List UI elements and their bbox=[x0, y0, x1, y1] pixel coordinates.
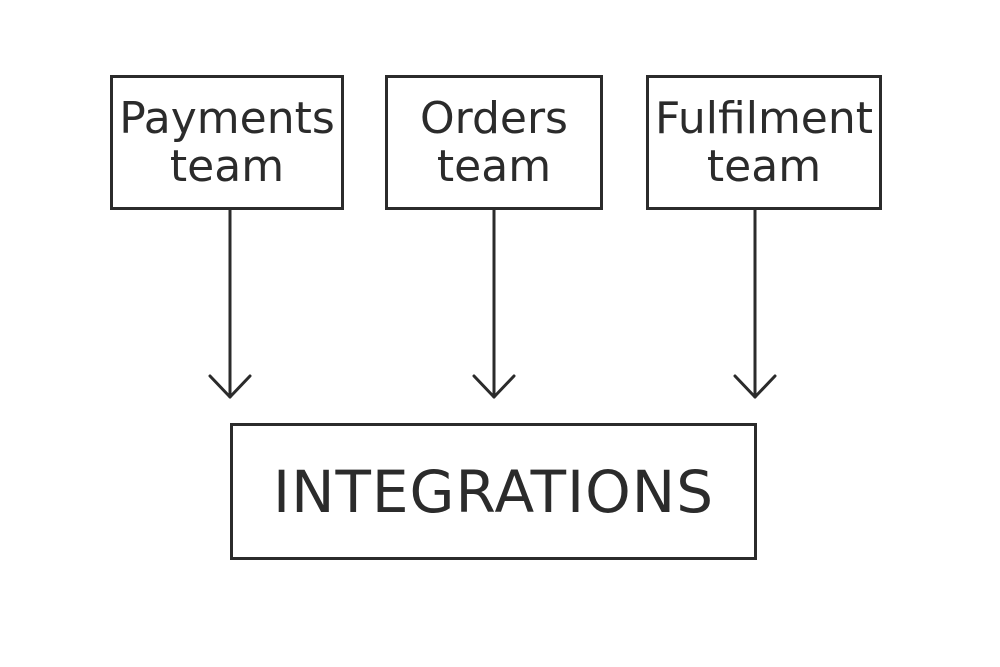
payments-team-line1: Payments bbox=[119, 92, 335, 144]
orders-team-line2: team bbox=[436, 140, 552, 192]
payments-team-label: Payments team bbox=[119, 92, 335, 192]
fulfilment-team-line2: team bbox=[706, 140, 822, 192]
arrow-payments-to-integrations bbox=[208, 208, 252, 399]
fulfilment-team-line1: Fulfilment bbox=[654, 92, 874, 144]
orders-team-box: Orders team bbox=[385, 75, 603, 210]
fulfilment-team-box: Fulfilment team bbox=[646, 75, 882, 210]
payments-team-box: Payments team bbox=[110, 75, 344, 210]
arrow-fulfilment-to-integrations bbox=[733, 208, 777, 399]
payments-team-line2: team bbox=[169, 140, 285, 192]
integrations-box: INTEGRATIONS bbox=[230, 423, 757, 560]
fulfilment-team-label: Fulfilment team bbox=[654, 92, 874, 192]
arrow-orders-to-integrations bbox=[472, 208, 516, 399]
orders-team-line1: Orders bbox=[420, 92, 568, 144]
orders-team-label: Orders team bbox=[420, 92, 568, 192]
integrations-label: INTEGRATIONS bbox=[272, 457, 715, 526]
